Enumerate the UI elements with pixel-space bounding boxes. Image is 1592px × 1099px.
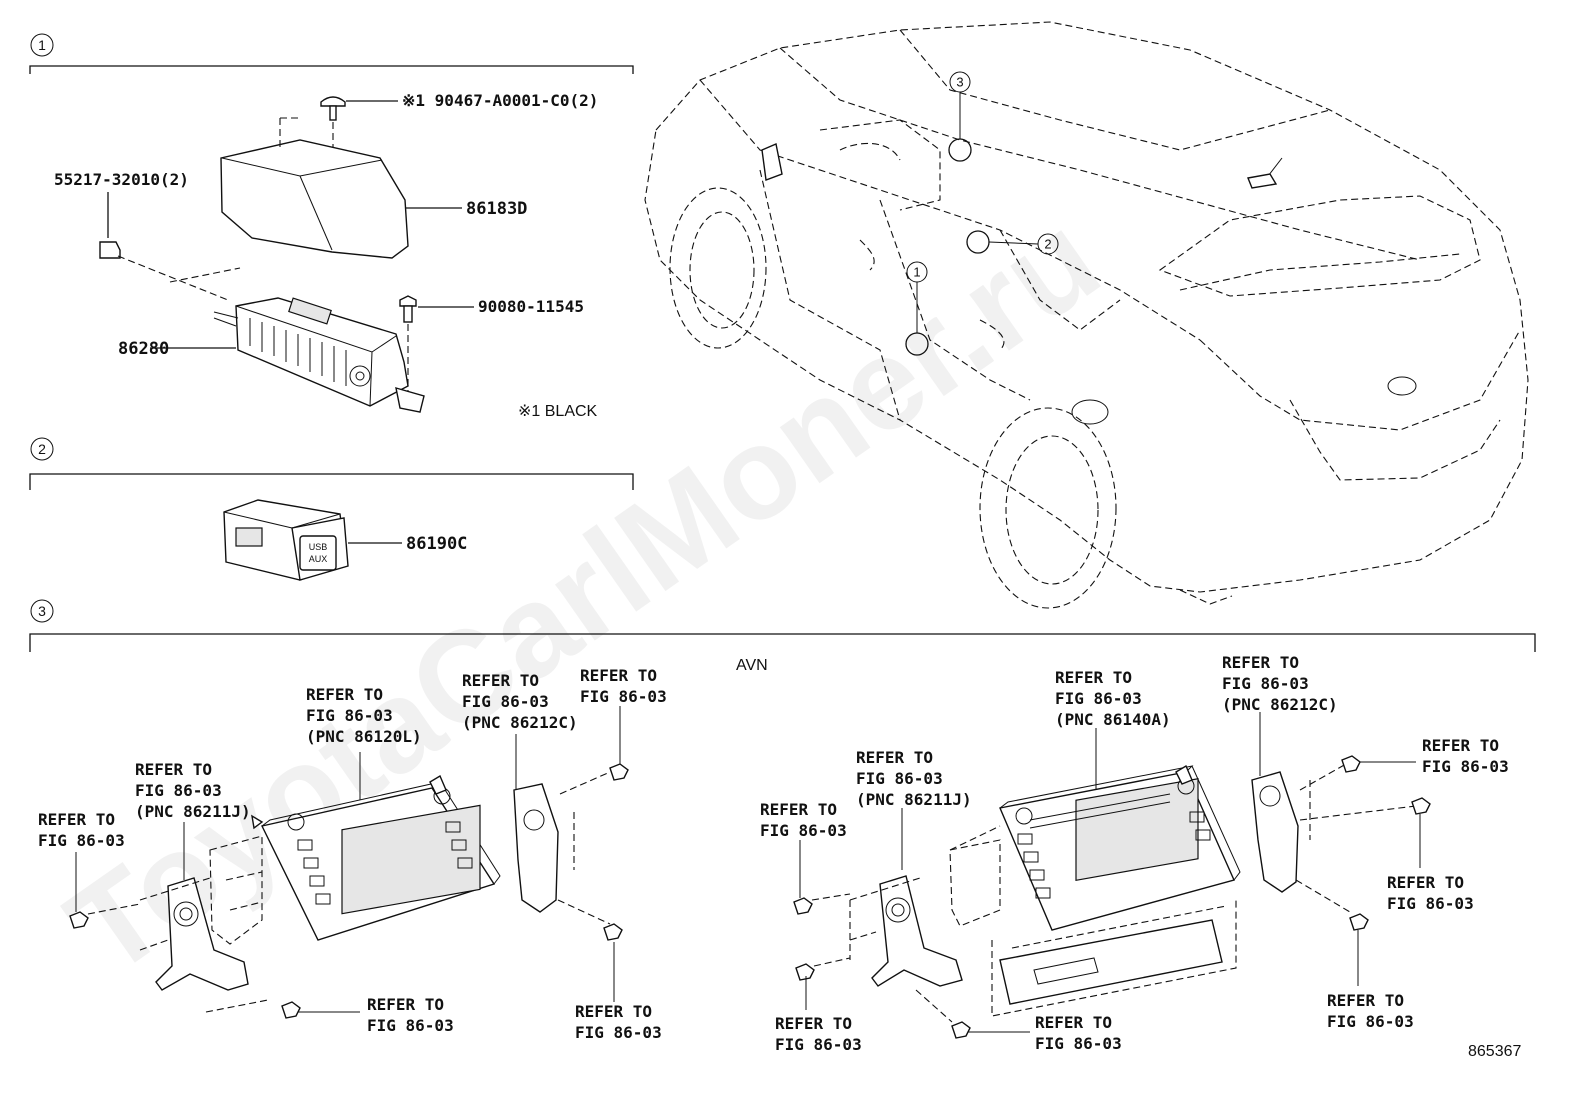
section-1: 1 ※1 90467-A0001-C0(2) 86183D 55217-3201… <box>29 33 634 420</box>
refer-bolt-topright-right-line1: REFER TO <box>1422 736 1499 755</box>
refer-navi-right-line2: FIG 86-03 <box>1055 689 1142 708</box>
refer-lbracket-right-line3: (PNC 86211J) <box>856 790 972 809</box>
vehicle-illustration: 1 2 3 <box>644 21 1529 609</box>
section-1-number: 1 <box>38 37 46 53</box>
refer-navi-left-line2: FIG 86-03 <box>306 706 393 725</box>
refer-rbracket-left-line2: FIG 86-03 <box>462 692 549 711</box>
refer-navi-right-line3: (PNC 86140A) <box>1055 710 1171 729</box>
refer-rbracket-right-line2: FIG 86-03 <box>1222 674 1309 693</box>
section-2: 2 USB AUX 86190C <box>29 437 634 581</box>
jack-label: 86190C <box>406 534 467 554</box>
refer-bolt-bottomleft-right-line2: FIG 86-03 <box>775 1035 862 1054</box>
vehicle-marker-1: 1 <box>913 265 920 280</box>
refer-bolt-bottom-right-line2: FIG 86-03 <box>1035 1034 1122 1053</box>
refer-bolt-left-right-line2: FIG 86-03 <box>760 821 847 840</box>
refer-bolt-bottomleft-right-line1: REFER TO <box>775 1014 852 1033</box>
refer-lbracket-left-line3: (PNC 86211J) <box>135 802 251 821</box>
refer-bolt-topright-right-line2: FIG 86-03 <box>1422 757 1509 776</box>
refer-bolt-topright-left-line1: REFER TO <box>580 666 657 685</box>
section-2-number: 2 <box>38 441 46 457</box>
refer-rbracket-right-line3: (PNC 86212C) <box>1222 695 1338 714</box>
section-3-number: 3 <box>38 603 46 619</box>
refer-bolt-bottom-right-line1: REFER TO <box>1035 1013 1112 1032</box>
usb-button-text: USB <box>309 542 328 552</box>
refer-bolt-bottomright-right-line2: FIG 86-03 <box>1327 1012 1414 1031</box>
vehicle-marker-2: 2 <box>1044 237 1051 252</box>
figure-number: 865367 <box>1468 1043 1521 1060</box>
refer-bolt-bottomright-left-line2: FIG 86-03 <box>575 1023 662 1042</box>
screw-part: ※1 90467-A0001-C0(2) <box>320 91 598 213</box>
bolt-label: 90080-11545 <box>478 297 584 316</box>
refer-rbracket-right-line1: REFER TO <box>1222 653 1299 672</box>
avn-header: AVN <box>736 657 768 674</box>
black-note: ※1 BLACK <box>518 403 598 420</box>
refer-bolt-left-left-line1: REFER TO <box>38 810 115 829</box>
vehicle-marker-3: 3 <box>956 75 963 90</box>
refer-lbracket-right-line1: REFER TO <box>856 748 933 767</box>
refer-lbracket-right-line2: FIG 86-03 <box>856 769 943 788</box>
aux-button-text: AUX <box>309 554 328 564</box>
refer-rbracket-left-line1: REFER TO <box>462 671 539 690</box>
refer-bolt-bottom-left-line2: FIG 86-03 <box>367 1016 454 1035</box>
section-3: 3 AVN <box>29 599 1536 1054</box>
refer-bolt-bottomright-right-line1: REFER TO <box>1327 991 1404 1010</box>
cover-part: 86183D <box>220 117 527 259</box>
screw-label: ※1 90467-A0001-C0(2) <box>402 91 598 110</box>
amplifier-label: 86280 <box>118 339 169 359</box>
right-avn-assembly: REFER TO FIG 86-03 (PNC 86140A) REFER TO… <box>760 653 1509 1054</box>
refer-navi-left-line1: REFER TO <box>306 685 383 704</box>
refer-bolt-right-right-line1: REFER TO <box>1387 873 1464 892</box>
refer-bolt-left-left-line2: FIG 86-03 <box>38 831 125 850</box>
usb-aux-jack: USB AUX 86190C <box>223 499 467 581</box>
refer-bolt-topright-left-line2: FIG 86-03 <box>580 687 667 706</box>
clip-label: 55217-32010(2) <box>54 170 189 189</box>
refer-bolt-bottomright-left-line1: REFER TO <box>575 1002 652 1021</box>
refer-lbracket-left-line1: REFER TO <box>135 760 212 779</box>
cover-label: 86183D <box>466 199 527 219</box>
bolt-part: 90080-11545 <box>399 295 584 392</box>
refer-navi-right-line1: REFER TO <box>1055 668 1132 687</box>
refer-navi-left-line3: (PNC 86120L) <box>306 727 422 746</box>
refer-lbracket-left-line2: FIG 86-03 <box>135 781 222 800</box>
refer-bolt-right-right-line2: FIG 86-03 <box>1387 894 1474 913</box>
left-avn-assembly: REFER TO FIG 86-03 (PNC 86120L) REFER TO… <box>38 666 667 1042</box>
amplifier-part: 86280 <box>118 297 425 413</box>
refer-rbracket-left-line3: (PNC 86212C) <box>462 713 578 732</box>
refer-bolt-bottom-left-line1: REFER TO <box>367 995 444 1014</box>
clip-part: 55217-32010(2) <box>54 170 241 301</box>
refer-bolt-left-right-line1: REFER TO <box>760 800 837 819</box>
